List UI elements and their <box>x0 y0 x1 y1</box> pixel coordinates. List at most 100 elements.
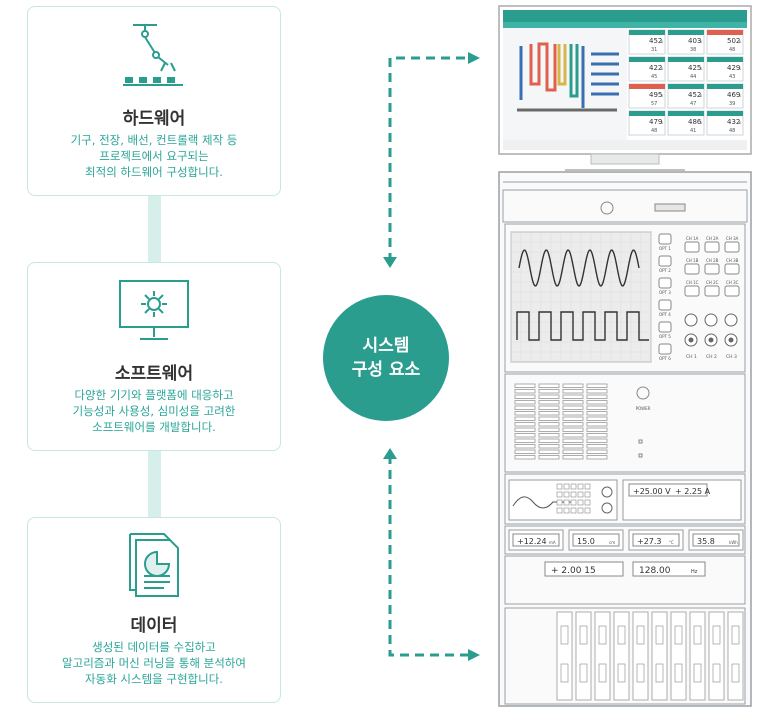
hardware-title: 하드웨어 <box>122 109 186 129</box>
svg-text:OPT 1: OPT 1 <box>659 246 671 251</box>
opt-button: OPT 5 <box>658 321 672 339</box>
panel-unit: k <box>661 120 664 125</box>
panel-unit: k <box>700 120 703 125</box>
svg-text:CH 1C: CH 1C <box>686 280 699 285</box>
meter-unit: kWh <box>729 540 738 545</box>
arrow-down-head <box>383 448 397 459</box>
svg-text:CH 2A: CH 2A <box>706 236 719 241</box>
channel-key: CH 3A <box>724 236 740 253</box>
svg-text:CH 3: CH 3 <box>726 354 737 360</box>
svg-text:CH 1B: CH 1B <box>686 258 699 263</box>
panel-unit: k <box>661 66 664 71</box>
panel-unit: k <box>700 93 703 98</box>
panel-unit: k <box>700 66 703 71</box>
svg-text:CH 1: CH 1 <box>686 354 697 360</box>
svg-text:CH 3B: CH 3B <box>726 258 739 263</box>
system-components-circle: 시스템 구성 요소 <box>323 295 449 421</box>
sine-wave <box>518 249 640 287</box>
dashboard-panels: 452k31403k38502k48422k45425k44429k43495k… <box>628 29 744 136</box>
channel-knob: CH 1 <box>684 313 698 360</box>
data-card: 데이터 생성된 데이터를 수집하고 알고리즘과 머신 러닝을 통해 분석하여 자… <box>27 517 281 703</box>
panel-secondary: 31 <box>651 47 657 53</box>
svg-text:CH 1A: CH 1A <box>686 236 699 241</box>
meter-value: +27.3 <box>637 537 662 546</box>
panel-value: 502 <box>727 37 740 45</box>
meter: +27.3 °C <box>628 529 684 551</box>
card-connector-bottom <box>148 451 161 517</box>
channel-key: CH 1A <box>684 236 700 253</box>
robot-arm-icon <box>123 24 183 86</box>
panel-secondary: 44 <box>690 74 696 80</box>
panel-value: 495 <box>649 91 662 99</box>
panel-value: 432 <box>727 118 740 126</box>
svg-text:CH 2: CH 2 <box>706 354 717 360</box>
panel-secondary: 38 <box>690 47 696 53</box>
channel-keys: CH 1A CH 2A CH 3A CH 1B CH 2B CH 3B CH 1C CH 2C… <box>684 236 740 297</box>
panel-secondary: 39 <box>729 101 735 107</box>
supply-voltage: +25.00 V <box>633 487 671 496</box>
meter-unit: °C <box>669 540 674 545</box>
hardware-card: 하드웨어 기구, 전장, 배선, 컨트롤랙 제작 등 프로젝트에서 요구되는 최… <box>27 6 281 196</box>
data-description: 생성된 데이터를 수집하고 알고리즘과 머신 러닝을 통해 분석하여 자동화 시… <box>62 640 246 686</box>
panel-unit: k <box>661 39 664 44</box>
panel-secondary: 45 <box>651 74 657 80</box>
control-rack-illustration: 452k31403k38502k48422k45425k44429k43495k… <box>498 5 752 707</box>
arrow-right-head-bottom <box>468 649 480 661</box>
opt-button: OPT 3 <box>658 277 672 295</box>
data-title: 데이터 <box>130 616 178 636</box>
software-title: 소프트웨어 <box>114 364 194 384</box>
panel-unit: k <box>739 120 742 125</box>
channel-key: CH 3B <box>724 258 740 275</box>
freq-right: 128.00 <box>639 566 671 576</box>
panel-value: 425 <box>688 64 701 72</box>
panel-secondary: 48 <box>729 128 735 134</box>
meter: 15.0 cm <box>568 529 624 551</box>
circle-line2: 구성 요소 <box>351 360 421 380</box>
supply-current: + 2.25 A <box>675 487 711 496</box>
svg-text:OPT 3: OPT 3 <box>659 290 671 295</box>
panel-secondary: 47 <box>690 101 696 107</box>
channel-key: CH 3C <box>724 280 740 297</box>
svg-text:OPT 6: OPT 6 <box>659 356 671 361</box>
meter-unit: mA <box>549 540 556 545</box>
panel-value: 452 <box>649 37 662 45</box>
opt-button: OPT 2 <box>658 255 672 273</box>
panel-secondary: 57 <box>651 101 657 107</box>
freq-left: + 2.00 15 <box>551 566 596 576</box>
panel-value: 479 <box>649 118 662 126</box>
svg-text:CH 3A: CH 3A <box>726 236 739 241</box>
panel-unit: k <box>739 39 742 44</box>
svg-text:OPT 5: OPT 5 <box>659 334 671 339</box>
panel-unit: k <box>661 93 664 98</box>
meter-value: +12.24 <box>517 537 547 546</box>
bottom-cards <box>556 611 744 701</box>
channel-key: CH 1C <box>684 280 700 297</box>
channel-knob: CH 3 <box>724 313 738 360</box>
arrow-up-head <box>383 257 397 268</box>
channel-key: CH 2A <box>704 236 720 253</box>
meter-value: 15.0 <box>577 537 595 546</box>
square-wave <box>516 311 649 341</box>
opt-button: OPT 6 <box>658 343 672 361</box>
svg-text:CH 2C: CH 2C <box>706 280 719 285</box>
panel-value: 452 <box>688 91 701 99</box>
freq-unit: Hz <box>691 569 698 575</box>
channel-knob: CH 2 <box>704 313 718 360</box>
svg-text:CH 2B: CH 2B <box>706 258 719 263</box>
meter-unit: cm <box>609 540 615 545</box>
